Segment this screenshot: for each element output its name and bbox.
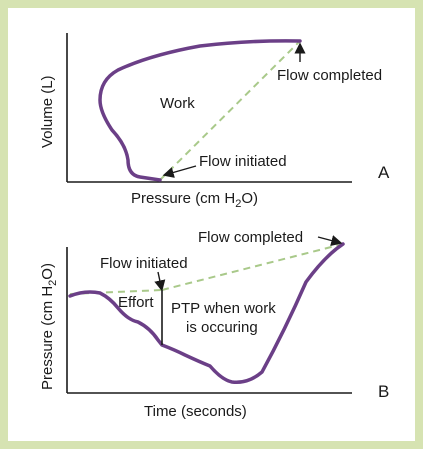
panel-a-x-axis-label: Pressure (cm H2O) [131,190,258,210]
panel-b-ptp-label-line2: is occuring [186,319,258,336]
panel-b-y-axis-label-sub: 2 [47,280,59,286]
panel-a-x-axis-label-sub: 2 [235,198,241,210]
panel-a-x-axis-label-main: Pressure (cm H [131,190,235,207]
panel-a-work-label: Work [160,95,195,112]
panel-a: Work Flow completed Flow initiated Volum… [39,33,390,210]
panel-b-flow-completed-label: Flow completed [198,229,303,246]
panel-b-y-axis-label-main: Pressure (cm H [39,286,56,390]
panel-a-letter: A [378,163,390,182]
panel-a-x-axis-label-end: O) [241,190,258,207]
panel-b-pressure-time-curve [68,242,345,385]
panel-b-flow-completed-arrow [317,235,343,246]
panel-b-flow-initiated-label: Flow initiated [100,255,188,272]
panel-b-effort-label: Effort [118,294,154,311]
panel-b-letter: B [378,382,389,401]
panel-b-flow-initiated-arrow [154,271,166,292]
panel-a-flow-initiated-arrow [162,165,197,178]
panel-b: Flow completed Flow initiated Effort PTP… [39,229,389,420]
panel-b-ptp-label-line1: PTP when work [171,300,276,317]
panel-b-y-axis-label: Pressure (cm H2O) [39,263,59,390]
panel-a-dashed-work-line [159,40,301,181]
panel-a-flow-initiated-label: Flow initiated [199,153,287,170]
panel-b-y-axis-label-end: O) [39,263,56,280]
panel-a-volume-pressure-loop [98,39,302,182]
panel-a-flow-completed-label: Flow completed [277,67,382,84]
panel-a-y-axis-label: Volume (L) [39,75,56,148]
panel-b-x-axis-label: Time (seconds) [144,403,247,420]
